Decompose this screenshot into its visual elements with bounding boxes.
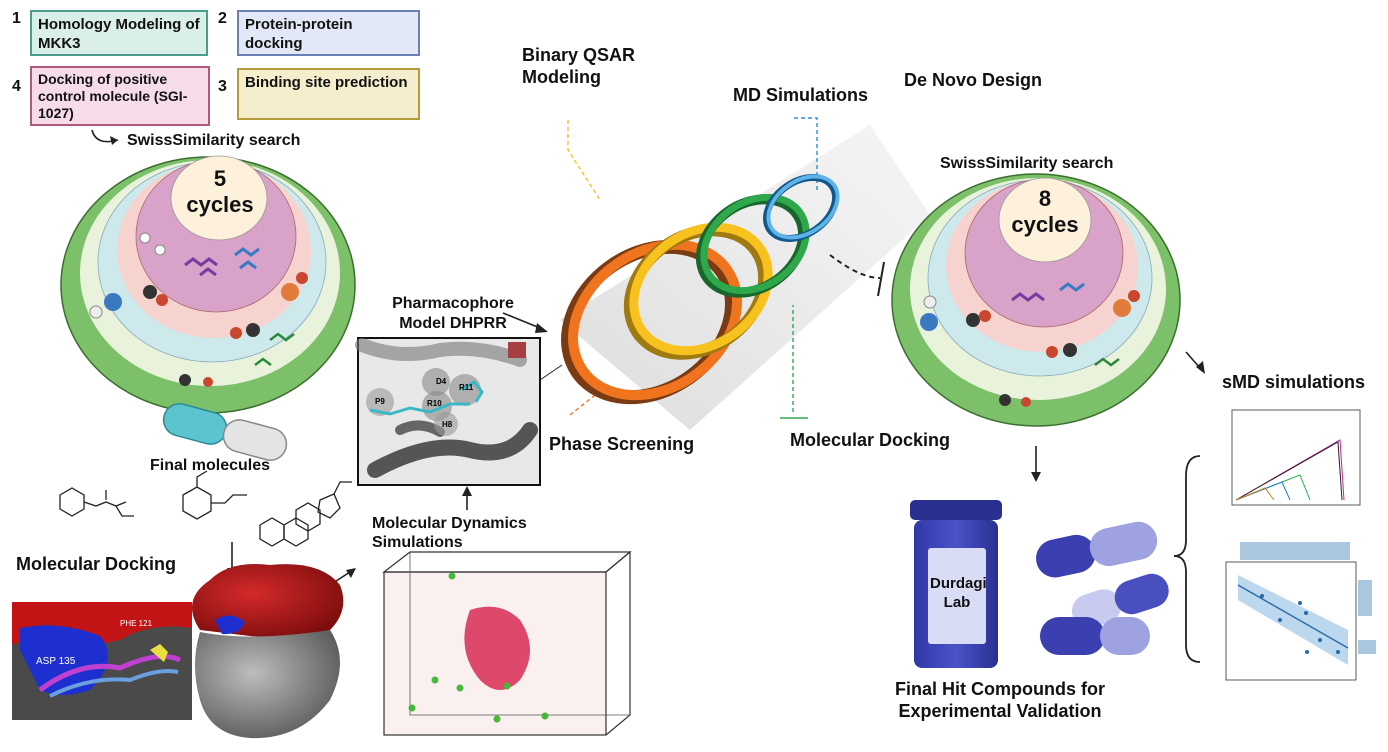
step-number-1: 1 — [12, 10, 21, 27]
screening-rings — [561, 174, 840, 405]
pharmacophore-panel — [355, 337, 541, 486]
label-final-hit: Final Hit Compounds for Experimental Val… — [895, 679, 1105, 721]
label-de-novo: De Novo Design — [904, 70, 1043, 90]
feature-r10: R10 — [427, 399, 442, 408]
cycles-left: 5 cycles — [180, 166, 260, 218]
step-box-homology: Homology Modeling of MKK3 — [30, 10, 208, 56]
label-asp: ASP 135 — [36, 656, 76, 667]
cycles-right-num: 8 — [1038, 186, 1052, 211]
onion-left — [60, 155, 356, 414]
onion-right — [891, 173, 1181, 427]
cycles-right: 8 cycles — [1005, 186, 1085, 238]
label-swiss-right: SwissSimilarity search — [940, 155, 1114, 172]
protein-surface — [192, 564, 344, 739]
label-molecular-docking-right: Molecular Docking — [790, 430, 951, 450]
label-smd: sMD simulations — [1222, 372, 1366, 392]
label-swiss-left: SwissSimilarity search — [127, 132, 301, 149]
label-molecular-docking-left: Molecular Docking — [16, 554, 177, 574]
label-phase-screening: Phase Screening — [549, 434, 695, 454]
step-number-4: 4 — [12, 78, 21, 95]
label-binary-qsar: Binary QSAR Modeling — [522, 45, 636, 87]
durdagi-bottle — [910, 500, 1002, 668]
docking-surface-panel: PHE 121 ASP 135 — [12, 602, 192, 720]
step-box-positive-control: Docking of positive control molecule (SG… — [30, 66, 210, 126]
feature-p9: P9 — [375, 397, 385, 406]
capsules-right — [1035, 521, 1169, 655]
label-durdagi-lab: Durdagi Lab — [930, 575, 987, 611]
capsule-icon-left — [162, 403, 288, 461]
step-box-binding-site: Binding site prediction — [237, 68, 420, 120]
brace — [1173, 455, 1201, 663]
label-final-molecules: Final molecules — [150, 457, 271, 474]
cycles-right-word: cycles — [1011, 212, 1079, 237]
beam-cone — [560, 125, 930, 430]
chemical-structures — [59, 470, 352, 547]
label-md-simulations-left: Molecular Dynamics Simulations — [372, 515, 527, 551]
label-md-simulations: MD Simulations — [733, 85, 869, 105]
feature-h8: H8 — [442, 420, 453, 429]
step-number-3: 3 — [218, 78, 227, 95]
feature-d4: D4 — [436, 377, 447, 386]
cycles-left-num: 5 — [213, 166, 227, 191]
smd-plot — [1220, 395, 1370, 515]
feature-r11: R11 — [459, 383, 474, 392]
regression-plot — [1225, 542, 1376, 681]
step-number-2: 2 — [218, 10, 227, 27]
md-box — [382, 550, 632, 736]
cycles-left-word: cycles — [186, 192, 254, 217]
label-phe: PHE 121 — [120, 619, 153, 628]
step-box-ppdocking: Protein-protein docking — [237, 10, 420, 56]
label-pharmacophore: Pharmacophore Model DHPRR — [392, 295, 514, 332]
